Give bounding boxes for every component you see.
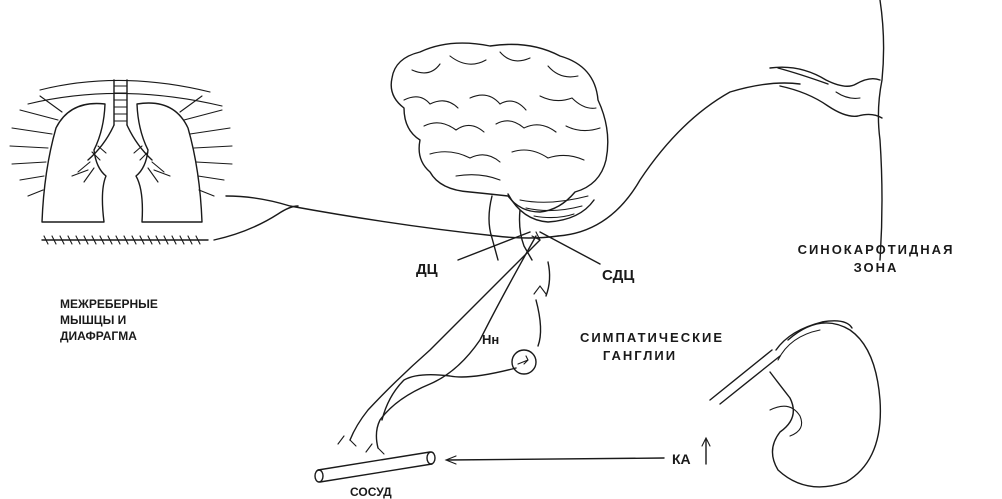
kidney-illustration bbox=[709, 320, 882, 488]
label-vessel: СОСУД bbox=[350, 485, 392, 499]
label-muscles-line2: МЫШЦЫ И bbox=[60, 313, 126, 327]
brain-illustration bbox=[390, 42, 609, 261]
label-dc: ДЦ bbox=[416, 261, 438, 278]
nerve-pathways bbox=[213, 67, 829, 455]
label-muscles-line1: МЕЖРЕБЕРНЫЕ bbox=[60, 297, 158, 311]
label-ganglia-line2: ГАНГЛИИ bbox=[603, 348, 677, 363]
vessel-illustration bbox=[314, 436, 711, 483]
label-sdc: СДЦ bbox=[602, 267, 634, 284]
label-ka: КА bbox=[672, 451, 691, 467]
label-ganglia: СИМПАТИЧЕСКИЕ ГАНГЛИИ bbox=[580, 330, 724, 363]
label-ganglia-line1: СИМПАТИЧЕСКИЕ bbox=[580, 330, 724, 345]
label-sinus-line1: СИНОКАРОТИДНАЯ bbox=[798, 242, 955, 257]
lungs-illustration bbox=[9, 79, 233, 245]
label-sinus-line2: ЗОНА bbox=[854, 260, 899, 275]
carotid-sinus-illustration bbox=[769, 0, 885, 261]
label-nn: Нн bbox=[482, 332, 499, 347]
label-muscles: МЕЖРЕБЕРНЫЕ МЫШЦЫ И ДИАФРАГМА bbox=[60, 297, 158, 343]
label-sinus-zone: СИНОКАРОТИДНАЯ ЗОНА bbox=[798, 242, 955, 275]
label-muscles-line3: ДИАФРАГМА bbox=[60, 329, 137, 343]
